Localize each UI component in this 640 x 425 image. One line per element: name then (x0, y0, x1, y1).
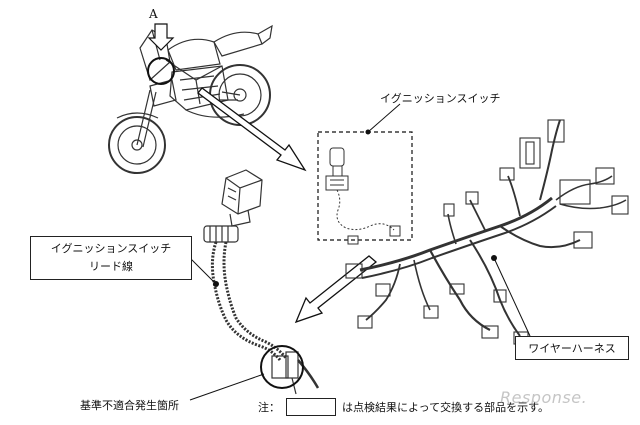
legend-note-prefix: 注： (258, 401, 280, 414)
lead-wire-connector (271, 351, 320, 395)
wire-harness-label: ワイヤーハーネス (515, 336, 629, 360)
view-a-label: A (149, 7, 158, 21)
nonconformity-leader (189, 373, 265, 401)
legend-swatch (286, 398, 336, 416)
ignition-location-highlight (147, 57, 175, 85)
lead-wire-leader (189, 257, 217, 285)
ignition-switch-leader (367, 103, 401, 133)
ignition-lead-wire-label-line2: リード線 (89, 260, 133, 273)
legend-note-text: は点検結果によって交換する部品を示す。 (342, 401, 550, 414)
motorcycle-illustration (108, 24, 273, 174)
ignition-lead-wire-label: イグニッションスイッチ リード線 (30, 236, 192, 280)
ignition-switch-detail-box (317, 131, 413, 241)
wire-harness-illustration (345, 119, 629, 345)
nonconformity-highlight (260, 345, 304, 389)
arrow-to-nonconformity (294, 255, 378, 324)
view-a-arrow (147, 23, 175, 51)
wire-harness-leader (493, 257, 531, 337)
ignition-lead-wire-label-line1: イグニッションスイッチ (50, 242, 172, 255)
ignition-switch-lead-wire (210, 241, 288, 361)
arrow-to-ignition-detail (197, 87, 307, 172)
nonconformity-location-label: 基準不適合発生箇所 (80, 399, 179, 412)
ignition-switch-label: イグニッションスイッチ (380, 92, 501, 105)
legend-note: 注： は点検結果によって交換する部品を示す。 (258, 398, 549, 416)
ignition-switch-assembly (203, 169, 263, 243)
ignition-switch-small-drawing (325, 147, 401, 245)
response-watermark: Response. (500, 388, 588, 407)
